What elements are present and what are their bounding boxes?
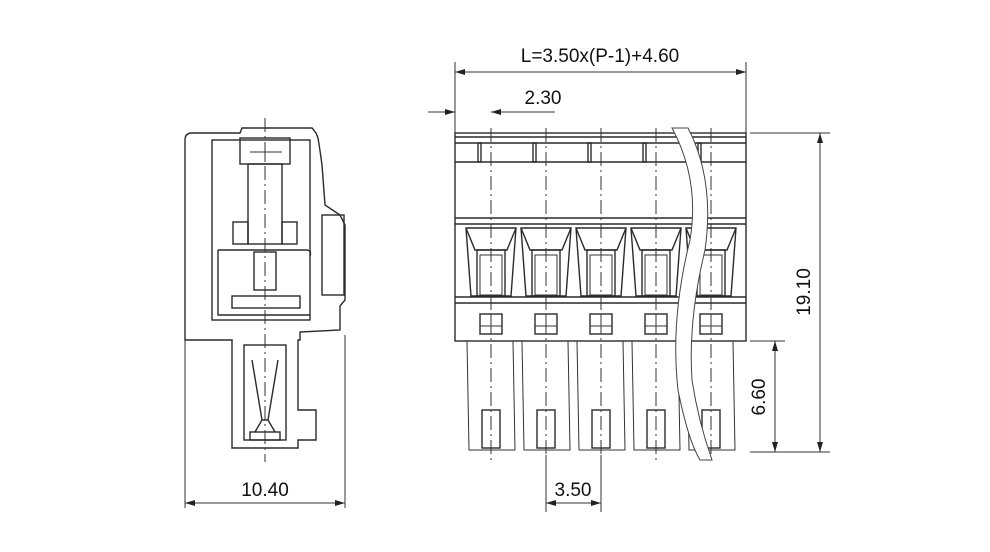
rib [477, 142, 482, 163]
dimensions: L=3.50x(P-1)+4.60 2.30 19.10 6.60 3.50 1… [185, 46, 830, 512]
rib [642, 142, 647, 163]
edge-offset-dim: 2.30 [525, 88, 562, 109]
pin-housing [466, 340, 516, 451]
break-line [671, 127, 713, 461]
height-total-dim: 19.10 [794, 268, 815, 316]
depth-dim: 10.40 [241, 480, 289, 501]
pin-height-dim: 6.60 [749, 379, 770, 416]
rib [587, 142, 592, 163]
length-formula-dim: L=3.50x(P-1)+4.60 [521, 46, 679, 67]
pitch-dim: 3.50 [555, 480, 592, 501]
front-view [454, 127, 747, 462]
pin-housing [521, 340, 571, 451]
housing-outer [184, 127, 346, 449]
rib [532, 142, 537, 163]
side-section-view [184, 118, 346, 508]
upper-cavity [211, 139, 311, 321]
pin-housing [576, 340, 626, 451]
